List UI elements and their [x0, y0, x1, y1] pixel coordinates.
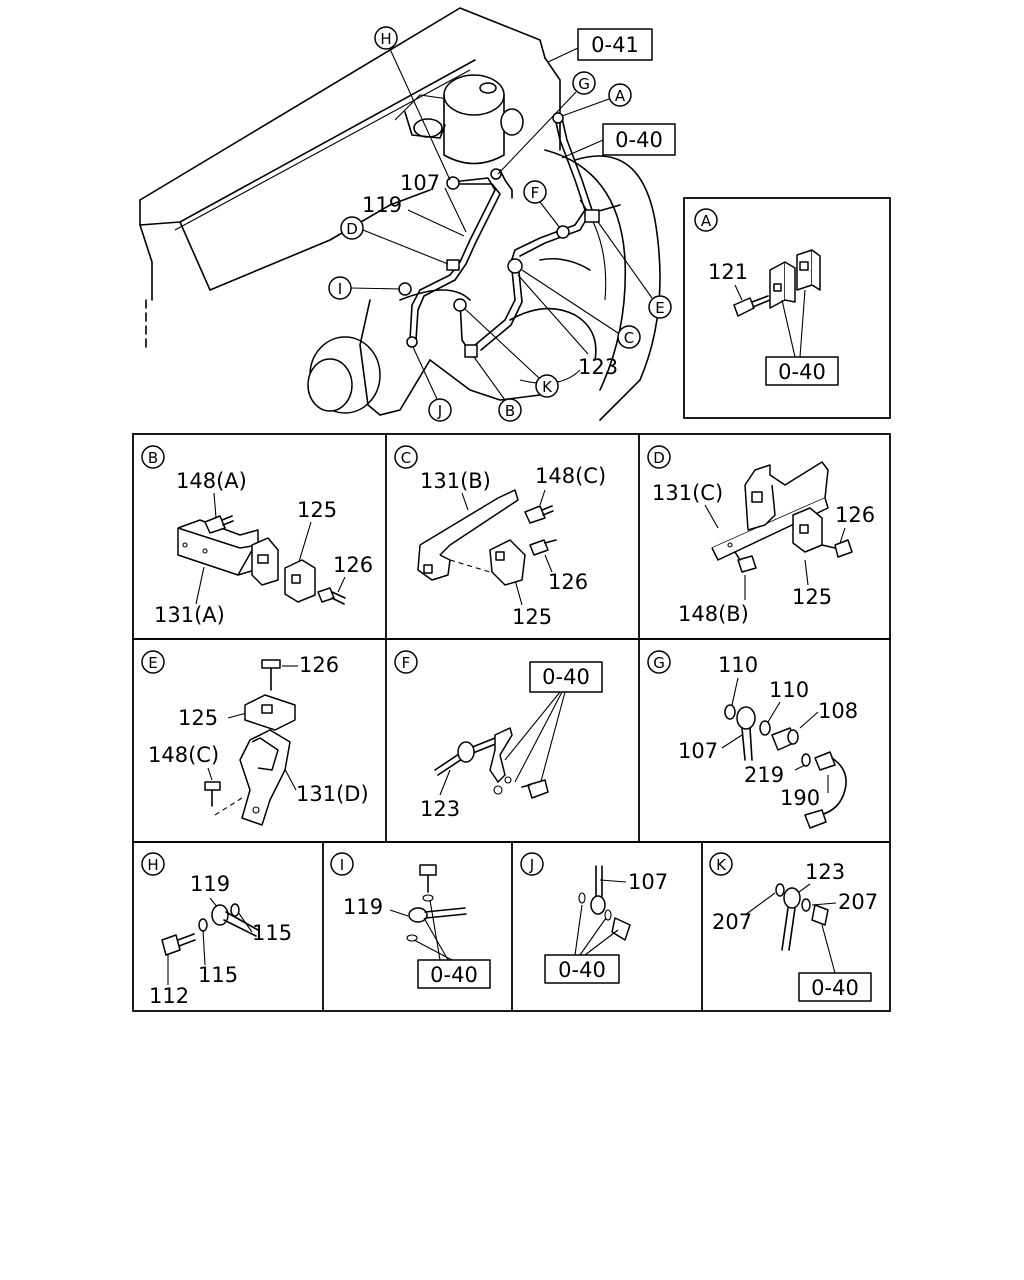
svg-text:B: B: [505, 402, 515, 420]
svg-text:H: H: [380, 30, 391, 48]
panel-letter: J: [529, 856, 534, 874]
part-label-107: 107: [678, 739, 718, 763]
part-label-119: 119: [343, 895, 383, 919]
detail-panel-J: J 107 0-40: [520, 852, 668, 984]
callout-J: J: [412, 346, 452, 422]
part-label-115: 115: [198, 963, 238, 987]
part-label-123: 123: [420, 797, 460, 821]
part-label-125: 125: [512, 605, 552, 629]
part-label-126: 126: [548, 570, 588, 594]
svg-text:A: A: [615, 87, 626, 105]
part-label-126: 126: [835, 503, 875, 527]
part-label-123: 123: [805, 860, 845, 884]
detail-panel-D: D 131(C) 126 125 148(B): [647, 445, 875, 626]
part-label-125: 125: [792, 585, 832, 609]
part-label-107: 107: [400, 171, 440, 195]
ref-0-40: 0-40: [430, 963, 478, 987]
part-label-110: 110: [769, 678, 809, 702]
panel-letter: C: [401, 449, 411, 467]
part-label-207: 207: [712, 910, 752, 934]
svg-text:F: F: [531, 184, 540, 202]
part-label-121: 121: [708, 260, 748, 284]
detail-panel-A: A 121 0-40: [683, 197, 891, 419]
panel-letter: G: [653, 654, 665, 672]
part-label-148A: 148(A): [176, 469, 247, 493]
svg-text:E: E: [655, 299, 664, 317]
part-label-219: 219: [744, 763, 784, 787]
callout-C: C: [521, 269, 641, 349]
detail-panel-G: G 110 110 108 107 219 190: [647, 650, 858, 829]
ref-0-40: 0-40: [615, 128, 663, 152]
callout-K: K: [463, 307, 559, 398]
detail-panel-I: I 119 0-40: [330, 852, 491, 989]
callout-H: H: [374, 26, 451, 181]
part-label-115: 115: [252, 921, 292, 945]
detail-panel-B: B 148(A) 125 126 131(A): [141, 445, 373, 627]
panel-letter: I: [340, 856, 344, 874]
svg-text:D: D: [346, 220, 358, 238]
part-label-125: 125: [178, 706, 218, 730]
panel-letter: F: [402, 654, 411, 672]
callout-A: A: [561, 83, 632, 117]
part-label-107: 107: [628, 870, 668, 894]
callout-D: D: [340, 216, 449, 265]
callout-B: B: [473, 356, 522, 422]
callout-E: E: [597, 221, 672, 319]
detail-panel-H: H 119 115 115 112: [141, 852, 292, 1008]
svg-text:C: C: [624, 329, 634, 347]
panel-letter: A: [701, 212, 712, 230]
ref-0-40: 0-40: [778, 360, 826, 384]
ref-0-41: 0-41: [591, 33, 639, 57]
engine-overview: 0-41 0-40 H G A F D: [139, 7, 676, 422]
panel-letter: K: [716, 856, 727, 874]
callout-G: G: [497, 71, 596, 175]
part-label-123: 123: [578, 355, 618, 379]
part-label-131A: 131(A): [154, 603, 225, 627]
part-label-108: 108: [818, 699, 858, 723]
panel-letter: H: [147, 856, 158, 874]
detail-panel-C: C 131(B) 148(C) 126 125: [394, 445, 606, 629]
detail-panel-F: F 0-40 123: [394, 650, 603, 821]
part-label-119: 119: [362, 193, 402, 217]
part-label-131C: 131(C): [652, 481, 723, 505]
part-label-112: 112: [149, 984, 189, 1008]
part-label-148C: 148(C): [148, 743, 219, 767]
part-label-126: 126: [333, 553, 373, 577]
part-label-126: 126: [299, 653, 339, 677]
part-label-131B: 131(B): [420, 469, 491, 493]
svg-text:J: J: [437, 402, 442, 420]
part-label-148B: 148(B): [678, 602, 749, 626]
detail-panel-K: K 123 207 207 0-40: [709, 852, 878, 1002]
part-label-131D: 131(D): [296, 782, 369, 806]
panel-letter: D: [653, 449, 665, 467]
callout-F: F: [523, 180, 561, 229]
ref-0-40: 0-40: [811, 976, 859, 1000]
svg-text:G: G: [578, 75, 590, 93]
detail-panel-E: E 126 125 148(C) 131(D): [141, 650, 369, 826]
part-label-190: 190: [780, 786, 820, 810]
part-label-148C: 148(C): [535, 464, 606, 488]
part-label-125: 125: [297, 498, 337, 522]
ref-0-40: 0-40: [558, 958, 606, 982]
callout-I: I: [328, 276, 401, 300]
ref-0-40: 0-40: [542, 665, 590, 689]
panel-letter: B: [148, 449, 158, 467]
svg-text:K: K: [542, 378, 553, 396]
part-label-119: 119: [190, 872, 230, 896]
svg-text:I: I: [338, 280, 342, 298]
part-label-207: 207: [838, 890, 878, 914]
panel-letter: E: [148, 654, 157, 672]
part-label-110: 110: [718, 653, 758, 677]
